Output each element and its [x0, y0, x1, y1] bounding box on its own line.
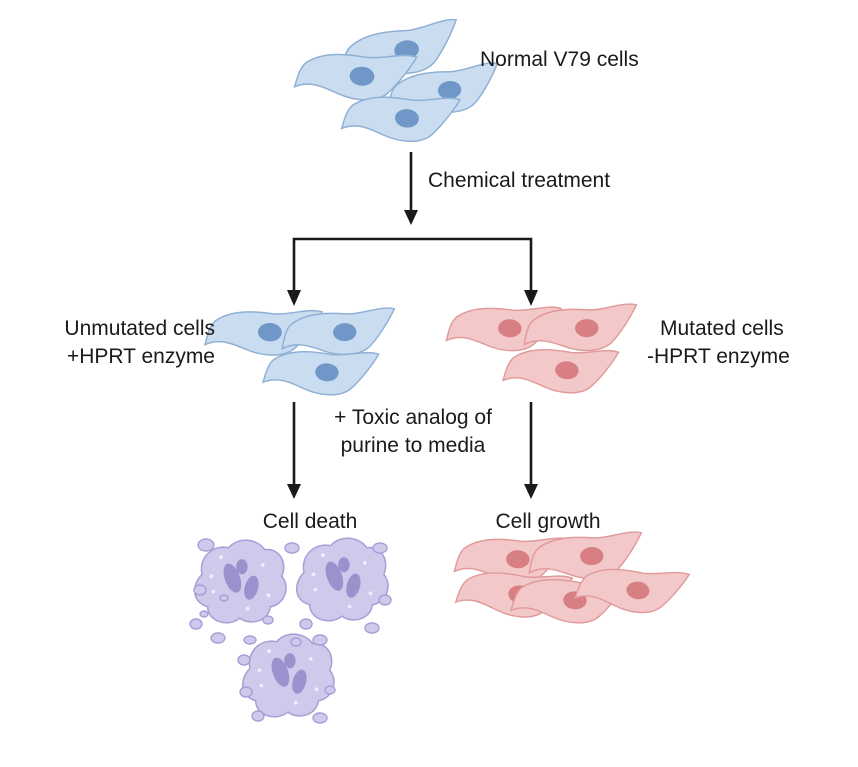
cell — [293, 47, 418, 105]
dead-cells-icon — [189, 537, 392, 724]
cell-fragment — [199, 610, 209, 618]
cell — [501, 342, 620, 397]
cell — [453, 533, 570, 585]
nucleus — [257, 323, 282, 342]
cell-fragment — [239, 686, 253, 698]
cell — [445, 302, 562, 354]
arrow-to-cell-death — [287, 402, 301, 499]
cell-fragment — [290, 637, 302, 647]
cell-fragment — [372, 542, 388, 554]
nucleus — [580, 547, 604, 566]
nucleus — [498, 319, 522, 338]
cell — [340, 90, 461, 146]
nucleus — [437, 80, 462, 100]
label-toxic-analog: + Toxic analog of — [334, 406, 492, 429]
label-normal-cells: Normal V79 cells — [480, 48, 639, 71]
cell-fragment — [243, 635, 257, 645]
cell-fragment — [312, 634, 328, 646]
mutated-cells-icon — [445, 302, 639, 397]
label-chemical-treatment: Chemical treatment — [428, 169, 610, 192]
label-hprt-minus: -HPRT enzyme — [647, 345, 790, 368]
dead-cell — [295, 537, 389, 622]
cell-fragment — [364, 622, 380, 634]
label-unmutated-cells: Unmutated cells — [64, 317, 215, 340]
cell-fragment — [193, 584, 207, 596]
cell — [336, 18, 464, 84]
nucleus — [394, 40, 419, 60]
cell-fragment — [284, 542, 300, 554]
nucleus — [333, 323, 357, 342]
cell-fragment — [378, 594, 392, 606]
cell-fragment — [189, 618, 203, 630]
cell-fragment — [210, 632, 226, 644]
nucleus — [626, 581, 650, 600]
growing-cells-icon — [453, 531, 690, 627]
cell — [573, 561, 690, 618]
dead-cell — [241, 633, 335, 718]
nucleus — [555, 361, 579, 380]
cell-fragment — [312, 712, 328, 724]
cell-fragment — [324, 685, 336, 695]
label-cell-death: Cell death — [263, 510, 358, 533]
nucleus — [315, 363, 339, 382]
cell — [383, 61, 503, 120]
arrow-to-cell-growth — [524, 402, 538, 499]
cell — [261, 344, 380, 399]
label-mutated-cells: Mutated cells — [660, 317, 784, 340]
cell-fragment — [299, 618, 313, 630]
label-cell-growth: Cell growth — [495, 510, 600, 533]
branch-connector — [287, 237, 538, 306]
unmutated-cells-icon — [204, 306, 397, 399]
nucleus — [395, 109, 419, 128]
nucleus — [575, 319, 599, 338]
cell — [204, 306, 323, 358]
cell-fragment — [262, 615, 274, 625]
normal-cells-icon — [293, 18, 503, 146]
nucleus — [349, 66, 375, 86]
cell-fragment — [219, 594, 229, 602]
cell-fragment — [197, 538, 215, 552]
cell — [527, 531, 644, 582]
cell — [280, 307, 397, 358]
nucleus — [506, 550, 530, 569]
label-hprt-plus: +HPRT enzyme — [67, 345, 215, 368]
cell-fragment — [237, 654, 251, 666]
dead-cell — [193, 539, 287, 624]
label-purine-media: purine to media — [341, 434, 486, 457]
arrow-chemical-treatment — [404, 152, 418, 225]
cell-fragment — [251, 710, 265, 722]
cell — [522, 303, 639, 354]
